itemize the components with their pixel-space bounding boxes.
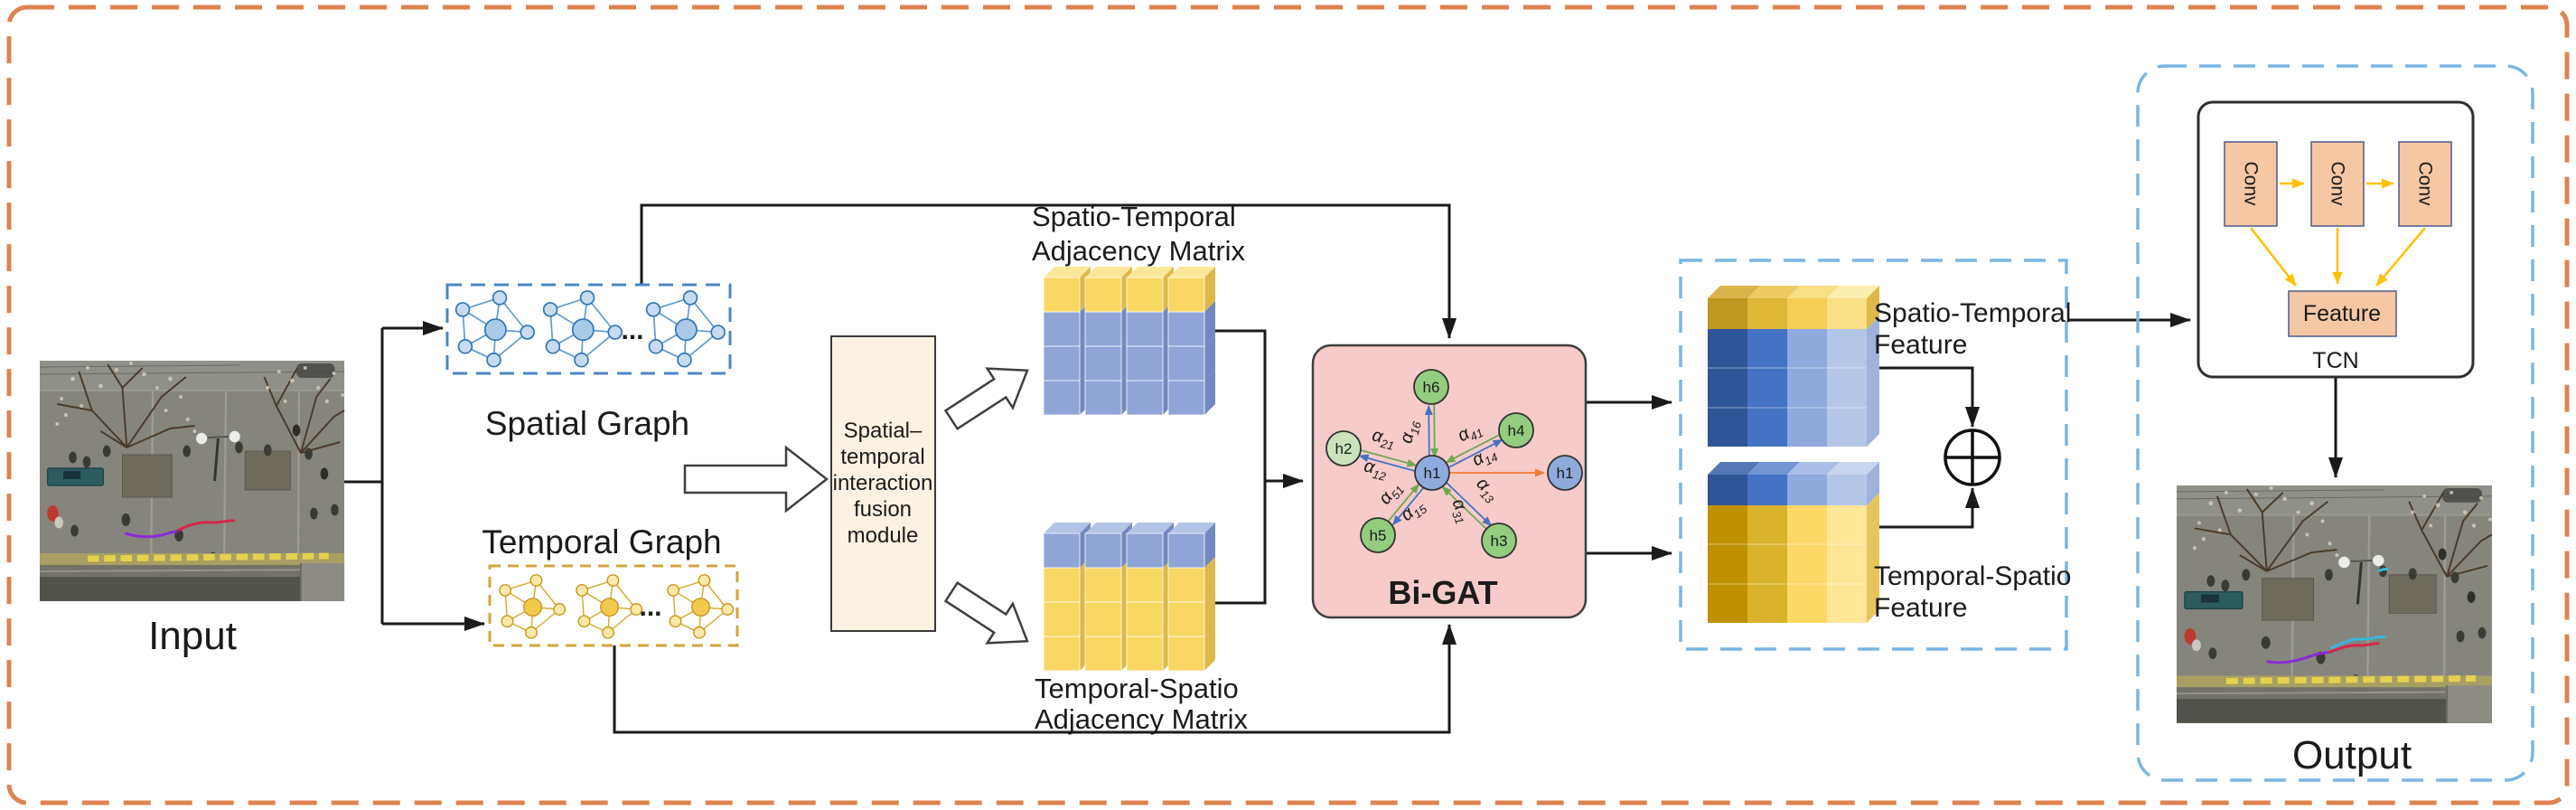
fusion-line-4: fusion — [854, 497, 912, 522]
outer-dashed-frame — [6, 5, 2570, 805]
conv-box-3 — [2398, 141, 2452, 227]
conv-box-2 — [2310, 141, 2365, 227]
temporal-mini-graph-2 — [576, 574, 642, 638]
temporal-graph-box: ... — [488, 564, 739, 647]
svg-text:h1: h1 — [1424, 465, 1441, 482]
ts-feature-label-1: Temporal-Spatio — [1874, 561, 2071, 591]
input-photo — [40, 361, 344, 601]
gat-node-h5 — [1360, 517, 1396, 553]
conv-box-1 — [2224, 141, 2278, 227]
spatial-graph-box: ... — [445, 283, 732, 375]
ground-truth-trajectory-red — [176, 519, 235, 532]
spatial-mini-graph-2 — [543, 290, 623, 367]
st-feature-label-1: Spatio-Temporal — [1874, 298, 2071, 328]
output-photo — [2177, 485, 2492, 723]
alpha-12-label: α12 — [1362, 456, 1391, 484]
spatial-mini-graph-3 — [646, 290, 726, 367]
temporal-graph-label: Temporal Graph — [482, 523, 721, 560]
svg-text:h2: h2 — [1335, 440, 1353, 457]
gat-node-h6 — [1413, 369, 1449, 405]
temporal-spatio-adjacency-matrix — [1043, 523, 1215, 672]
observed-trajectory-purple — [124, 530, 178, 539]
conv-label-3: Conv — [2415, 161, 2436, 206]
spatial-ellipsis: ... — [621, 316, 643, 345]
bigat-label: Bi-GAT — [1388, 574, 1497, 611]
fusion-line-3: interaction — [833, 471, 933, 495]
block-arrow-down-right — [943, 580, 1029, 645]
ts-feature-label-2: Feature — [1874, 593, 1967, 623]
st-matrix-label-1: Spatio-Temporal — [1032, 201, 1236, 232]
st-matrix-label-2: Adjacency Matrix — [1032, 235, 1246, 267]
spatio-temporal-adjacency-matrix — [1043, 267, 1215, 416]
circled-plus-icon — [1944, 429, 2001, 486]
alpha-16-label: α16 — [1396, 418, 1424, 447]
gat-node-h4 — [1498, 412, 1534, 448]
observed-trajectory-purple — [2266, 651, 2329, 664]
connectors — [344, 203, 2343, 734]
fusion-line-2: temporal — [840, 445, 924, 469]
ts-matrix-label-1: Temporal-Spatio — [1035, 673, 1239, 704]
svg-text:h4: h4 — [1508, 422, 1525, 439]
gat-node-h3 — [1481, 523, 1517, 559]
input-label: Input — [148, 614, 237, 658]
svg-text:h3: h3 — [1491, 532, 1508, 550]
spatial-graph-label: Spatial Graph — [485, 405, 689, 442]
gat-node-h1-center — [1414, 455, 1450, 491]
st-feature-label-2: Feature — [1874, 330, 1967, 360]
tcn-feature-box — [2288, 290, 2397, 337]
output-label: Output — [2292, 733, 2412, 777]
feature-panel: Spatio-Temporal Feature Temporal-Spatio … — [1679, 259, 2071, 651]
ground-truth-trajectory-red — [2328, 642, 2380, 655]
predicted-trajectory-cyan-small — [2377, 568, 2389, 573]
gat-node-h2 — [1325, 430, 1362, 466]
fusion-module: Spatial– temporal interaction fusion mod… — [830, 335, 936, 632]
bigat-module: α21 α12 α16 α41 α14 α13 α31 α51 α15 h1 h… — [1311, 344, 1588, 619]
conv-label-2: Conv — [2328, 161, 2348, 206]
fusion-line-5: module — [848, 523, 919, 548]
tcn-feature-label: Feature — [2303, 301, 2381, 326]
spatial-mini-graph-1 — [455, 290, 535, 367]
svg-text:h1: h1 — [1557, 465, 1574, 482]
tcn-module: Conv Conv Conv Feature TCN — [2197, 100, 2475, 379]
spatio-temporal-feature-block — [1708, 286, 1879, 447]
block-arrow-up-right — [943, 367, 1029, 431]
gat-node-h1-output — [1547, 455, 1583, 491]
predicted-trajectory-cyan — [2329, 636, 2386, 650]
block-arrow-right — [683, 445, 829, 513]
gat-node-labels: h1 h6 h4 h2 h5 h3 h1 — [1335, 379, 1574, 550]
ts-matrix-label-2: Adjacency Matrix — [1035, 703, 1249, 735]
temporal-mini-graph-1 — [499, 574, 566, 638]
attention-edges — [1358, 403, 1545, 531]
block-arrows — [683, 367, 1029, 645]
fusion-line-1: Spatial– — [844, 419, 923, 443]
temporal-ellipsis: ... — [639, 592, 661, 622]
temporal-mini-graph-3 — [667, 574, 734, 638]
gat-nodes — [1325, 369, 1583, 559]
svg-text:h6: h6 — [1423, 379, 1440, 396]
alpha-21-label: α21 — [1370, 425, 1398, 453]
temporal-spatio-feature-block — [1708, 462, 1879, 623]
tcn-label: TCN — [2312, 348, 2358, 373]
tcn-arrows — [2250, 178, 2426, 287]
conv-label-1: Conv — [2241, 161, 2262, 206]
output-panel: Conv Conv Conv Feature TCN — [2136, 64, 2534, 782]
svg-text:h5: h5 — [1370, 527, 1387, 544]
